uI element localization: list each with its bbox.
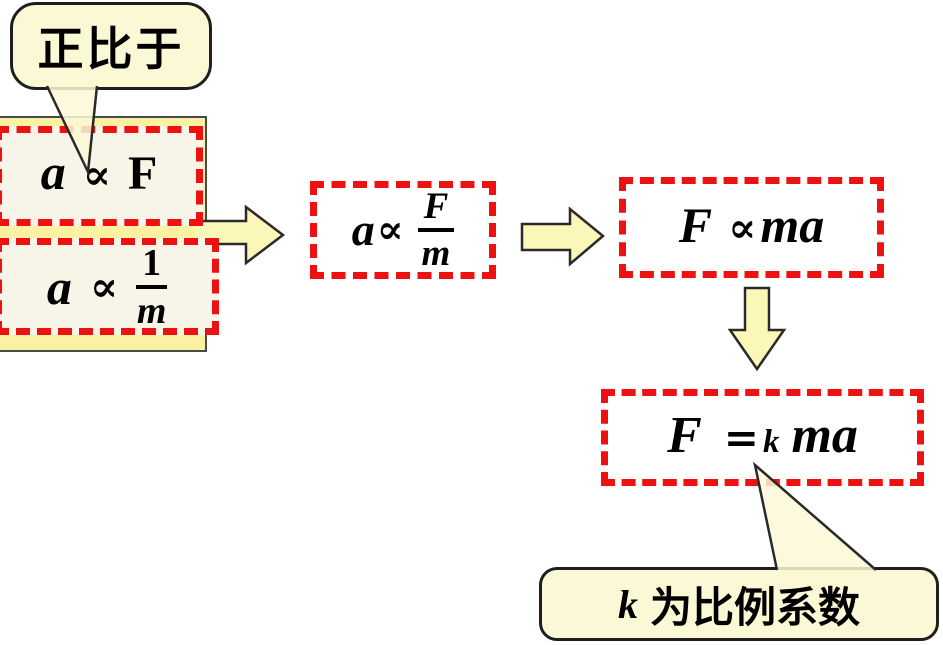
formula-a: a [40,144,66,200]
callout-k-variable: k [617,581,638,627]
fraction-denominator: m [136,289,167,332]
formula-k: k [762,424,780,460]
proportional-symbol: ∝ [376,206,404,253]
fraction-1-over-m: 1 m [136,244,168,332]
formula-box-a-prop-F-over-m: a ∝ F m [310,181,496,279]
fraction-numerator: F [417,188,455,232]
formula-a: a [46,258,72,315]
block-arrow-right-2-icon [520,206,605,267]
formula-box-a-prop-F: a ∝ F [0,126,203,226]
callout-coefficient-label: 为比例系数 [649,585,860,632]
fraction-numerator: 1 [136,244,168,289]
formula-F: F [667,407,702,464]
proportional-symbol: ∝ [728,203,757,252]
fraction-denominator: m [421,233,451,274]
formula-ma: ma [760,197,825,253]
formula-F: F [678,197,713,253]
proportional-symbol: ∝ [89,261,119,311]
formula-a: a [351,204,375,255]
callout-proportional: 正比于 [10,2,212,90]
equals-symbol: = [723,413,759,462]
callout-coefficient: k 为比例系数 [539,567,939,641]
formula-box-F-equals-kma: F = k ma [601,389,924,486]
fraction-F-over-m: F m [417,188,455,274]
formula-box-F-prop-ma: F ∝ ma [619,177,884,278]
callout-proportional-label: 正比于 [37,24,185,75]
formula-box-a-prop-inverse-m: a ∝ 1 m [0,238,219,335]
proportional-symbol: ∝ [82,150,111,199]
block-arrow-down-icon [727,286,787,372]
formula-ma: ma [791,407,858,464]
formula-F: F [127,147,158,200]
